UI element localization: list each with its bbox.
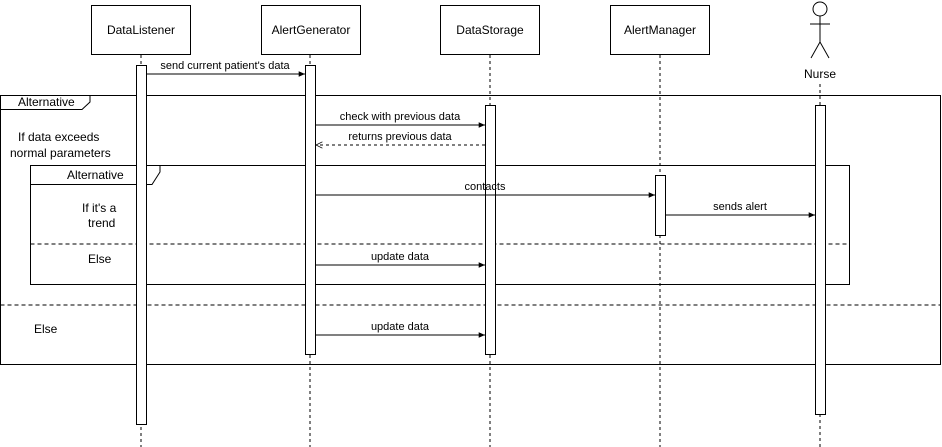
fragment-outer-else: Else <box>34 322 58 336</box>
fragment-inner-alternative: Alternative If it's a trend Else <box>30 165 850 285</box>
message-label: returns previous data <box>348 131 452 143</box>
fragment-outer-condition-line1: If data exceeds <box>18 130 99 144</box>
message-check-previous-data: check with previous data <box>316 111 485 128</box>
message-sends-alert: sends alert <box>666 201 815 218</box>
participant-box <box>261 5 361 55</box>
activation-bars <box>136 65 826 425</box>
activation-datastorage <box>485 105 496 355</box>
participant-label: AlertManager <box>624 23 696 37</box>
message-label: update data <box>371 251 430 263</box>
fragment-outer-alternative: Alternative If data exceeds normal param… <box>0 95 941 365</box>
activation-datalistener <box>136 65 147 425</box>
fragment-inner-else: Else <box>88 252 112 266</box>
participant-box <box>610 5 710 55</box>
fragment-outer-tab <box>0 95 91 110</box>
message-returns-previous-data: returns previous data <box>316 131 485 145</box>
fragment-inner-condition-line1: If it's a <box>82 201 117 215</box>
fragment-outer-frame <box>0 95 941 365</box>
activation-alertmanager <box>655 175 666 236</box>
participant-label: AlertGenerator <box>272 23 351 37</box>
message-label: contacts <box>465 181 506 193</box>
fragment-outer-condition-line2: normal parameters <box>10 146 111 160</box>
activation-nurse <box>815 105 826 415</box>
activation-alertgenerator <box>305 65 316 355</box>
fragment-inner-frame <box>30 165 850 285</box>
fragment-inner-tab <box>30 165 161 185</box>
participant-box <box>440 5 540 55</box>
participant-box <box>91 5 191 55</box>
actor-stick-figure-icon <box>810 1 830 59</box>
lifelines <box>140 55 821 447</box>
participant-nurse: Nurse <box>804 1 836 81</box>
message-label: update data <box>371 321 430 333</box>
participant-datalistener: DataListener <box>91 5 191 55</box>
participant-label: DataStorage <box>456 23 524 37</box>
fragment-inner-condition-line2: trend <box>88 216 115 230</box>
participant-label: Nurse <box>804 67 836 81</box>
participant-datastorage: DataStorage <box>440 5 540 55</box>
message-send-current-data: send current patient's data <box>146 60 305 77</box>
fragment-outer-label: Alternative <box>18 95 75 109</box>
participant-label: DataListener <box>107 23 175 37</box>
message-update-data-outer: update data <box>316 321 485 338</box>
message-contacts: contacts <box>316 181 655 198</box>
message-label: check with previous data <box>340 111 461 123</box>
message-label: send current patient's data <box>160 60 290 72</box>
fragment-inner-label: Alternative <box>67 168 124 182</box>
message-update-data-inner: update data <box>316 251 485 268</box>
participant-alertgenerator: AlertGenerator <box>261 5 361 55</box>
participant-alertmanager: AlertManager <box>610 5 710 55</box>
message-label: sends alert <box>713 201 767 213</box>
